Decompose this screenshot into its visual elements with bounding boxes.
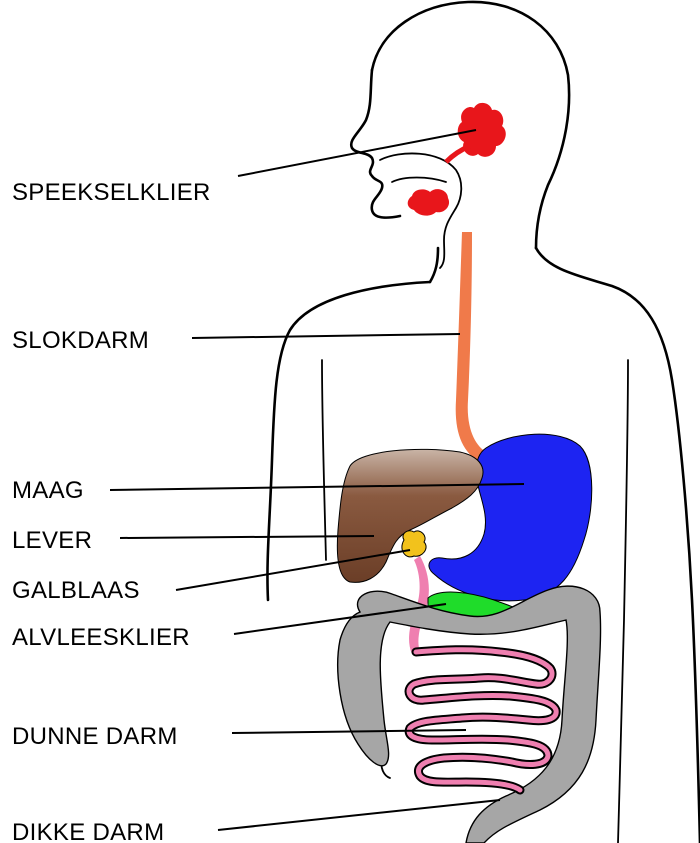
label-dikke-darm: DIKKE DARM xyxy=(12,819,164,843)
label-lever: LEVER xyxy=(12,527,92,554)
left-arm-inner xyxy=(321,359,327,561)
esophagus-shape xyxy=(455,232,486,462)
leader-lever xyxy=(119,535,375,539)
parotid-duct xyxy=(444,143,471,164)
label-dunne-darm: DUNNE DARM xyxy=(12,723,178,750)
leader-lines xyxy=(109,129,525,831)
small-intestine xyxy=(404,645,561,795)
leader-dunne-darm xyxy=(231,729,467,734)
face-profile xyxy=(349,68,402,219)
left-shoulder-arm xyxy=(266,280,432,602)
label-slokdarm: SLOKDARM xyxy=(12,327,149,354)
label-alvleesklier: ALVLEESKLIER xyxy=(12,624,190,651)
liver-shape xyxy=(336,448,484,583)
parotid-gland xyxy=(457,102,506,157)
right-shoulder-arm xyxy=(534,246,700,843)
leader-slokdarm xyxy=(191,333,461,339)
body-outline xyxy=(266,0,700,843)
submandibular-gland xyxy=(407,189,450,216)
leader-dikke-darm xyxy=(217,799,501,831)
tongue-outline xyxy=(391,176,447,183)
gallbladder-shape xyxy=(401,530,427,558)
label-maag: MAAG xyxy=(12,477,84,504)
leader-speekselklier xyxy=(237,129,477,177)
salivary-glands xyxy=(407,102,506,216)
stomach-shape xyxy=(428,433,593,602)
head-outline xyxy=(370,0,571,250)
leader-galblaas xyxy=(175,549,411,591)
neck-front xyxy=(428,246,440,284)
label-galblaas: GALBLAAS xyxy=(12,577,140,604)
small-intestine-fill xyxy=(406,647,559,793)
label-speekselklier: SPEEKSELKLIER xyxy=(12,179,211,206)
mouth-cavity xyxy=(379,152,463,269)
large-intestine-shape xyxy=(337,585,602,843)
leader-maag xyxy=(109,483,525,491)
leader-alvleesklier xyxy=(233,603,447,635)
organ-labels: SPEEKSELKLIER SLOKDARM MAAG LEVER GALBLA… xyxy=(12,179,211,843)
right-arm-inner xyxy=(617,359,629,843)
